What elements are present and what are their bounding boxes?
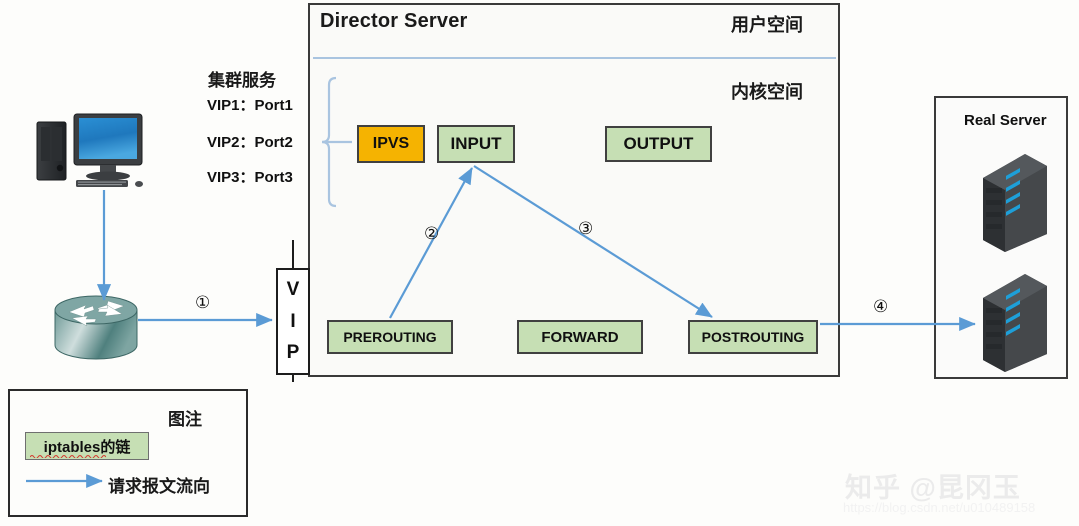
- client-computer-icon: [36, 113, 143, 187]
- ipvs-box[interactable]: IPVS: [357, 125, 425, 163]
- spellcheck-squiggle-icon: [30, 455, 106, 458]
- legend-flow-label: 请求报文流向: [108, 477, 210, 496]
- cluster-service-entry-3: VIP3：Port3: [207, 169, 293, 186]
- user-kernel-space-divider: [313, 57, 836, 59]
- router-icon: [54, 295, 138, 360]
- legend-chain-label: iptables的链: [43, 438, 131, 456]
- input-chain-box[interactable]: INPUT: [437, 125, 515, 163]
- legend-chain-swatch: iptables的链: [25, 432, 149, 460]
- flow-number-2: ②: [424, 224, 440, 244]
- prerouting-chain-box[interactable]: PREROUTING: [327, 320, 453, 354]
- watermark-url: https://blog.csdn.net/u010489158: [843, 500, 1036, 515]
- kernel-space-label: 内核空间: [731, 82, 803, 102]
- user-space-label: 用户空间: [731, 15, 803, 35]
- server-tower-icon: [983, 274, 1047, 372]
- cluster-service-entry-2: VIP2：Port2: [207, 134, 293, 151]
- legend-title: 图注: [168, 410, 202, 429]
- director-server-title: Director Server: [320, 10, 468, 32]
- real-server-title: Real Server: [964, 112, 1047, 129]
- watermark-text: 知乎 @昆冈玉: [845, 473, 1021, 503]
- vip-gateway-box[interactable]: V I P: [276, 268, 310, 375]
- cluster-service-entry-1: VIP1：Port1: [207, 97, 293, 114]
- vip-letter-v: V: [286, 279, 300, 301]
- forward-chain-box[interactable]: FORWARD: [517, 320, 643, 354]
- flow-number-1: ①: [195, 293, 211, 313]
- postrouting-chain-box[interactable]: POSTROUTING: [688, 320, 818, 354]
- vip-letter-p: P: [286, 341, 300, 363]
- vip-letter-i: I: [290, 310, 296, 332]
- flow-number-3: ③: [578, 219, 594, 239]
- server-tower-icon: [983, 154, 1047, 252]
- flow-number-4: ④: [873, 297, 889, 317]
- output-chain-box[interactable]: OUTPUT: [605, 126, 712, 162]
- cluster-service-title: 集群服务: [208, 71, 276, 90]
